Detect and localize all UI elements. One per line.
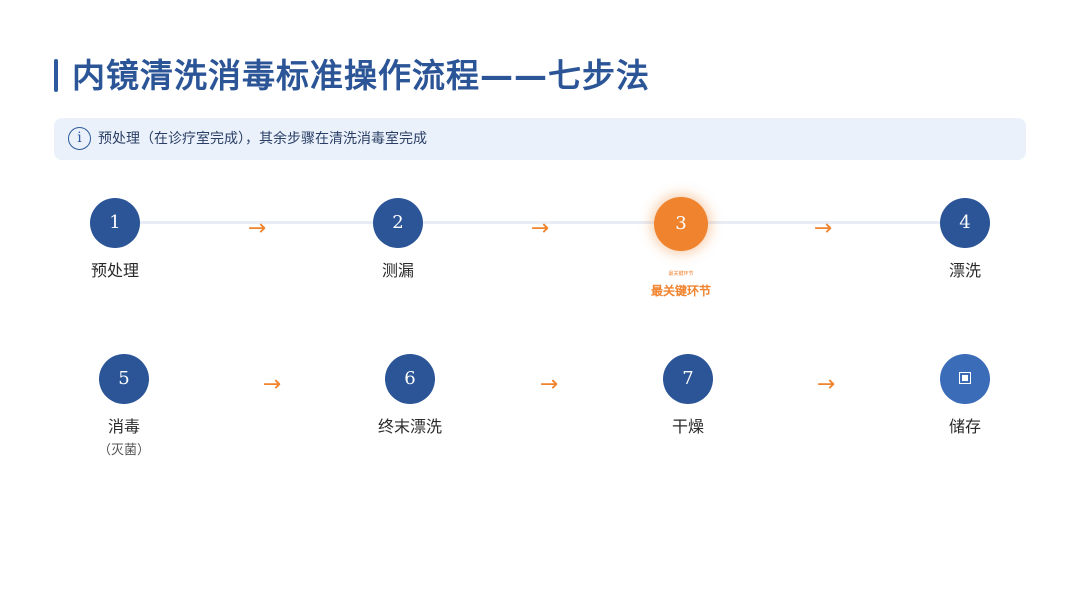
step-8-label: 储存: [948, 417, 981, 436]
info-note-text: 预处理（在诊疗室完成），其余步骤在清洗消毒室完成: [98, 131, 427, 147]
arrow-3-4: →: [813, 216, 833, 241]
step-2-number: 2: [373, 198, 423, 248]
step-3-key: 3 最关键环节 最关键环节: [611, 197, 751, 299]
info-icon: i: [68, 127, 91, 150]
step-5-number: 5: [99, 354, 149, 404]
step-3-small-text: 最关键环节: [668, 271, 694, 277]
arrow-1-2: →: [247, 216, 267, 241]
arrow-6-7: →: [539, 372, 559, 397]
step-7: 7 干燥: [618, 354, 758, 438]
step-2: 2 测漏: [328, 198, 468, 282]
step-7-number: 7: [663, 354, 713, 404]
step-8-storage: 储存: [895, 354, 1035, 438]
step-3-label: 最关键环节: [650, 284, 711, 298]
step-5-sublabel: （灭菌）: [97, 443, 150, 458]
arrow-7-8: →: [816, 372, 836, 397]
step-1: 1 预处理: [45, 198, 185, 282]
storage-icon: [940, 354, 990, 404]
step-2-label: 测漏: [381, 261, 414, 280]
step-7-label: 干燥: [671, 417, 704, 436]
step-6: 6 终末漂洗: [340, 354, 480, 438]
step-4-label: 漂洗: [948, 261, 981, 280]
step-6-label: 终末漂洗: [377, 417, 442, 436]
step-1-label: 预处理: [90, 261, 139, 280]
step-4: 4 漂洗: [895, 198, 1035, 282]
process-track-line: [115, 221, 965, 224]
step-6-number: 6: [385, 354, 435, 404]
info-note: i 预处理（在诊疗室完成），其余步骤在清洗消毒室完成: [54, 118, 1026, 160]
step-3-number: 3: [654, 197, 708, 251]
title-accent-bar: [54, 59, 58, 92]
arrow-2-3: →: [530, 216, 550, 241]
step-5: 5 消毒 （灭菌）: [54, 354, 194, 460]
arrow-5-6: →: [262, 372, 282, 397]
step-1-number: 1: [90, 198, 140, 248]
step-4-number: 4: [940, 198, 990, 248]
step-5-label: 消毒: [107, 417, 140, 436]
page-title: 内镜清洗消毒标准操作流程——七步法: [72, 56, 650, 95]
